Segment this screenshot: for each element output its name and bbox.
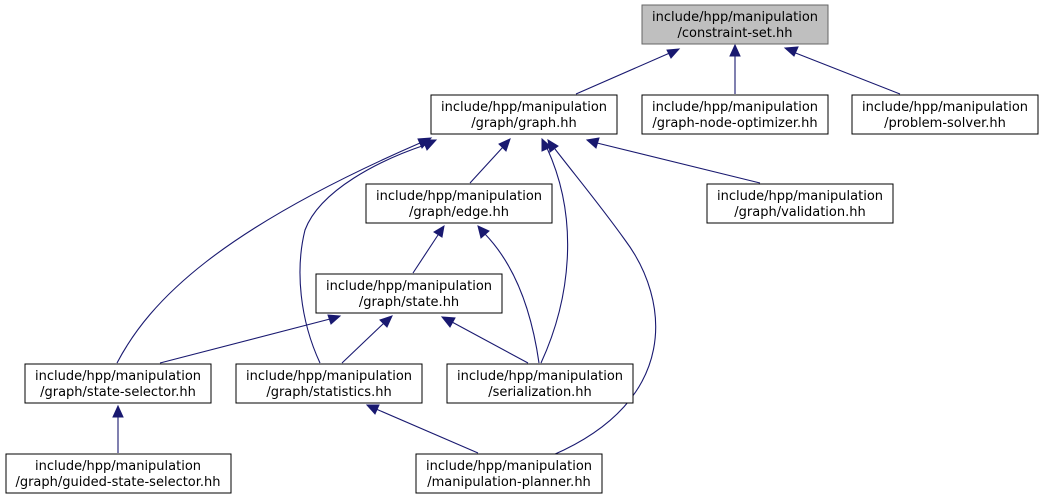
node-state-line2: /graph/state.hh <box>359 295 459 310</box>
node-guided-state-selector-line1: include/hpp/manipulation <box>35 459 201 474</box>
edge-serialization-to-edge <box>477 225 540 364</box>
edge-graph-node-optimizer-to-constraint-set <box>729 43 741 94</box>
edge-state-selector-to-graph <box>116 137 433 364</box>
node-serialization-line2: /serialization.hh <box>488 385 592 400</box>
edge-statistics-to-state <box>341 315 393 364</box>
node-statistics[interactable]: include/hpp/manipulation /graph/statisti… <box>235 363 423 404</box>
edge-manipulation-planner-to-graph <box>547 139 657 456</box>
node-constraint-set-line2: /constraint-set.hh <box>677 26 792 41</box>
node-validation-line2: /graph/validation.hh <box>734 205 865 220</box>
node-constraint-set-line1: include/hpp/manipulation <box>652 10 818 25</box>
edge-serialization-to-graph <box>540 137 569 364</box>
node-problem-solver-line2: /problem-solver.hh <box>884 116 1006 131</box>
node-problem-solver[interactable]: include/hpp/manipulation /problem-solver… <box>851 94 1039 135</box>
node-edge[interactable]: include/hpp/manipulation /graph/edge.hh <box>365 183 553 224</box>
node-serialization-line1: include/hpp/manipulation <box>457 369 623 384</box>
edge-problem-solver-to-constraint-set <box>783 46 901 95</box>
node-state-selector-line2: /graph/state-selector.hh <box>40 385 196 400</box>
edge-manipulation-planner-to-statistics <box>365 404 479 454</box>
node-guided-state-selector-line2: /graph/guided-state-selector.hh <box>15 475 220 490</box>
node-manipulation-planner-line2: /manipulation-planner.hh <box>427 475 591 490</box>
edge-edge-to-graph <box>469 138 511 184</box>
node-state-selector-line1: include/hpp/manipulation <box>35 369 201 384</box>
edge-state-to-edge <box>412 225 445 274</box>
node-edge-line1: include/hpp/manipulation <box>376 189 542 204</box>
node-problem-solver-line1: include/hpp/manipulation <box>862 100 1028 115</box>
node-graph-line1: include/hpp/manipulation <box>441 100 607 115</box>
node-validation-line1: include/hpp/manipulation <box>717 189 883 204</box>
node-statistics-line2: /graph/statistics.hh <box>266 385 391 400</box>
edge-guided-state-selector-to-state-selector <box>112 404 124 453</box>
node-statistics-line1: include/hpp/manipulation <box>246 369 412 384</box>
node-graph-line2: /graph/graph.hh <box>471 116 576 131</box>
edge-graph-to-constraint-set <box>575 48 681 95</box>
node-state-selector[interactable]: include/hpp/manipulation /graph/state-se… <box>24 363 212 404</box>
edge-serialization-to-state <box>440 316 529 364</box>
node-manipulation-planner-line1: include/hpp/manipulation <box>426 459 592 474</box>
node-state-line1: include/hpp/manipulation <box>326 279 492 294</box>
node-graph[interactable]: include/hpp/manipulation /graph/graph.hh <box>430 94 618 135</box>
node-graph-node-optimizer[interactable]: include/hpp/manipulation /graph-node-opt… <box>641 94 829 135</box>
edge-statistics-to-graph <box>299 139 438 364</box>
node-guided-state-selector[interactable]: include/hpp/manipulation /graph/guided-s… <box>5 453 232 494</box>
edge-validation-to-graph <box>585 137 761 184</box>
node-constraint-set[interactable]: include/hpp/manipulation /constraint-set… <box>641 4 829 45</box>
node-edge-line2: /graph/edge.hh <box>409 205 509 220</box>
node-state[interactable]: include/hpp/manipulation /graph/state.hh <box>315 273 503 314</box>
node-validation[interactable]: include/hpp/manipulation /graph/validati… <box>706 183 894 224</box>
node-graph-node-optimizer-line2: /graph-node-optimizer.hh <box>652 116 817 131</box>
edge-state-selector-to-state <box>159 314 342 364</box>
node-manipulation-planner[interactable]: include/hpp/manipulation /manipulation-p… <box>415 453 603 494</box>
node-graph-node-optimizer-line1: include/hpp/manipulation <box>652 100 818 115</box>
node-serialization[interactable]: include/hpp/manipulation /serialization.… <box>446 363 634 404</box>
